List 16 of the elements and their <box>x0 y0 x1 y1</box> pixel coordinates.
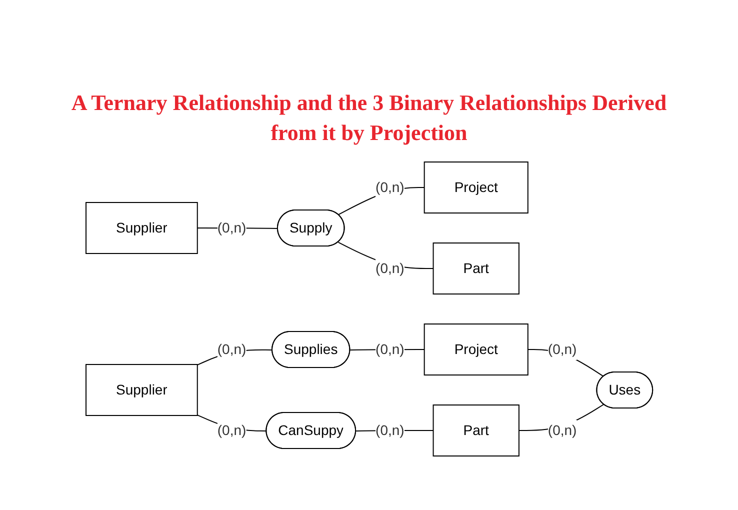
node-box: Supplier <box>85 202 198 254</box>
edge-label: (0,n) <box>217 422 246 438</box>
edge-label: (0,n) <box>548 422 576 438</box>
edge-label: (0,n) <box>217 219 246 236</box>
edge-label: (0,n) <box>375 340 404 357</box>
edge-label: (0,n) <box>375 179 404 195</box>
edge-label: (0,n) <box>375 422 404 438</box>
node-box: Part <box>432 242 520 294</box>
node-box: Project <box>424 324 528 376</box>
node-box: Supplier <box>85 364 198 416</box>
edge-label: (0,n) <box>548 340 576 357</box>
edge-label: (0,n) <box>375 260 404 276</box>
edge-label: (0,n) <box>217 340 246 357</box>
node-box: Project <box>424 162 528 214</box>
title: A Ternary Relationship and the 3 Binary Relationships Derived from it by Projection <box>70 89 668 147</box>
node-box: Part <box>432 404 520 456</box>
